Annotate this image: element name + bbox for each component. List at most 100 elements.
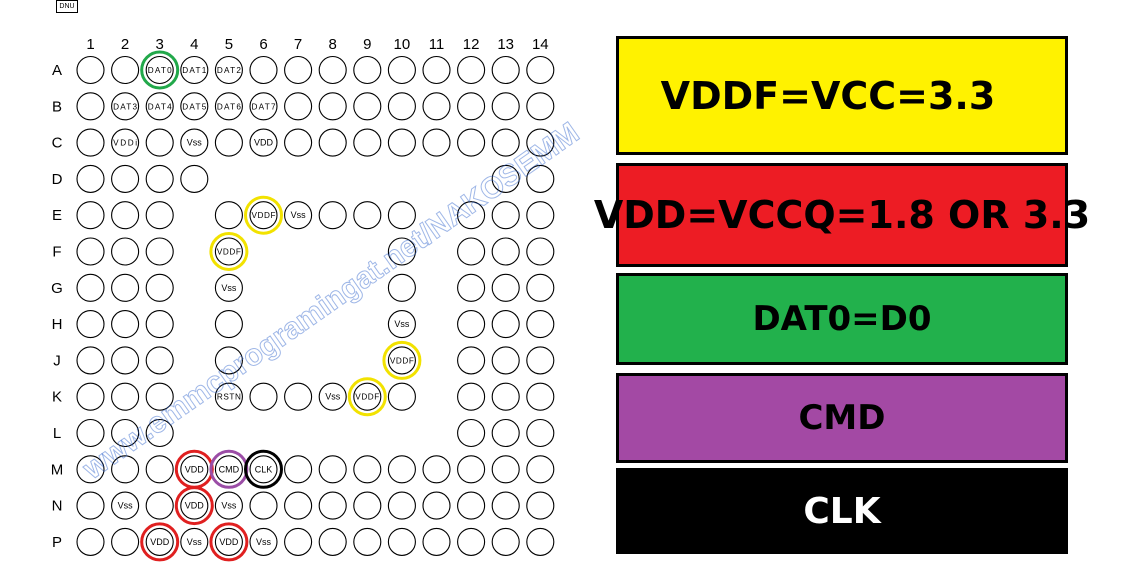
row-label-P: P	[52, 534, 62, 551]
ball-N5	[214, 491, 243, 520]
ball-C5	[214, 128, 243, 157]
ball-P4	[180, 527, 209, 556]
column-label-4: 4	[190, 36, 198, 53]
ball-C12	[457, 128, 486, 157]
highlight-ring-P5	[209, 522, 249, 562]
ball-A8	[318, 55, 347, 85]
ball-K12	[457, 382, 486, 411]
ball-B7	[284, 92, 313, 121]
ball-K7	[284, 382, 313, 411]
ball-label-B4: DAT5	[182, 102, 206, 111]
ball-F1	[76, 237, 105, 266]
ball-label-M5: CMD	[219, 464, 240, 474]
ball-label-P4: Vss	[187, 537, 203, 547]
ball-P6	[249, 527, 278, 556]
ball-M10	[387, 455, 416, 484]
ball-K6	[249, 382, 278, 411]
ball-N9	[353, 491, 382, 520]
legend-vdd-label: VDD=VCCQ=1.8 OR 3.3	[593, 193, 1091, 237]
ball-L2	[111, 418, 140, 448]
ball-label-C6: VDD	[254, 138, 274, 148]
ball-label-P6: Vss	[256, 537, 272, 547]
ball-D14	[526, 164, 555, 193]
ball-D13	[491, 164, 520, 193]
legend-cmd: CMD	[616, 373, 1068, 463]
ball-K3	[145, 382, 174, 411]
ball-G12	[457, 273, 486, 302]
ball-M13	[491, 455, 520, 484]
ball-C10	[387, 128, 416, 157]
ball-G10	[387, 273, 416, 302]
row-label-E: E	[52, 207, 62, 224]
ball-P12	[457, 527, 486, 556]
ball-label-J10: VDDF	[390, 356, 414, 365]
ball-C4	[180, 128, 209, 157]
column-label-7: 7	[294, 36, 302, 53]
ball-P11	[422, 527, 451, 556]
legend-clk: CLK	[616, 468, 1068, 554]
ball-N7	[284, 491, 313, 520]
ball-F5	[214, 237, 243, 266]
ball-B4	[180, 92, 209, 121]
ball-B1	[76, 92, 105, 121]
ball-F10	[387, 237, 416, 266]
ball-H5	[214, 310, 243, 339]
ball-J3	[145, 346, 174, 375]
ball-A13	[491, 55, 520, 85]
column-label-13: 13	[497, 36, 514, 53]
ball-label-N2: Vss	[118, 501, 134, 511]
ball-label-M4: VDD	[185, 464, 205, 474]
ball-label-M6: CLK	[255, 464, 273, 474]
ball-B13	[491, 92, 520, 121]
ball-H10	[387, 310, 416, 339]
ball-B11	[422, 92, 451, 121]
ball-C6	[249, 128, 278, 157]
ball-L1	[76, 418, 105, 448]
ball-F2	[111, 237, 140, 266]
ball-A4	[180, 55, 209, 85]
ball-E10	[387, 201, 416, 230]
ball-E9	[353, 201, 382, 230]
ball-K10	[387, 382, 416, 411]
ball-L13	[491, 418, 520, 448]
highlight-ring-E6	[244, 195, 283, 235]
ball-N6	[249, 491, 278, 520]
ball-C7	[284, 128, 313, 157]
row-label-K: K	[52, 389, 62, 406]
ball-L14	[526, 418, 555, 448]
ball-H12	[457, 310, 486, 339]
dnu-marker: DNU	[56, 0, 78, 13]
ball-M6	[249, 455, 278, 484]
legend-clk-label: CLK	[803, 490, 881, 532]
ball-P10	[387, 527, 416, 556]
ball-label-A5: DAT2	[217, 66, 241, 75]
ball-K9	[353, 382, 382, 411]
legend-dat0: DAT0=D0	[616, 273, 1068, 365]
legend-vddf: VDDF=VCC=3.3	[616, 36, 1068, 155]
ball-E7	[284, 201, 313, 230]
ball-K5	[214, 382, 243, 411]
ball-E2	[111, 201, 140, 230]
ball-N10	[387, 491, 416, 520]
ball-C8	[318, 128, 347, 157]
ball-F13	[491, 237, 520, 266]
ball-J10	[387, 346, 416, 375]
legend-cmd-label: CMD	[798, 398, 886, 438]
highlight-ring-F5	[209, 232, 249, 271]
highlight-ring-A3	[140, 50, 180, 90]
ball-label-K8: Vss	[325, 392, 341, 402]
ball-F3	[145, 237, 174, 266]
column-label-1: 1	[86, 36, 94, 53]
ball-C11	[422, 128, 451, 157]
column-label-2: 2	[121, 36, 129, 53]
ball-B5	[214, 92, 243, 121]
ball-A10	[387, 55, 416, 85]
ball-K1	[76, 382, 105, 411]
ball-E13	[491, 201, 520, 230]
ball-N12	[457, 491, 486, 520]
ball-H1	[76, 310, 105, 339]
ball-label-P3: VDD	[150, 537, 170, 547]
ball-M12	[457, 455, 486, 484]
ball-L12	[457, 418, 486, 448]
